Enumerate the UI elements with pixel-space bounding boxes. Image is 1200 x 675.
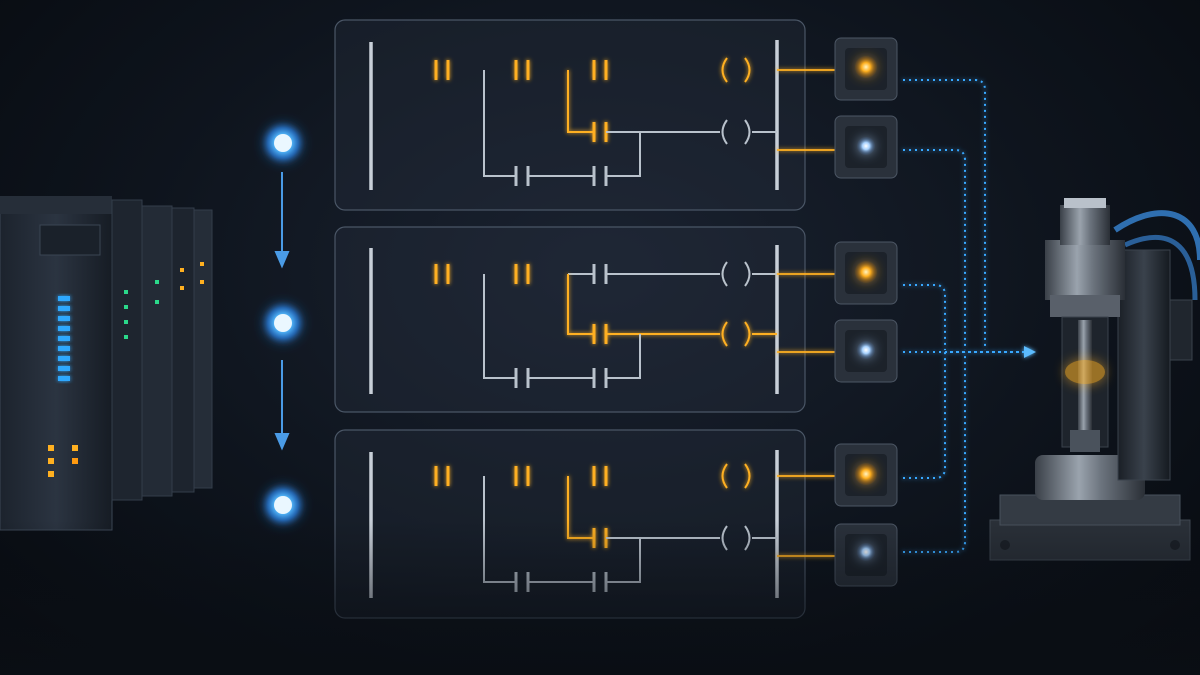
rung-1-branch-idle	[483, 70, 777, 186]
indicator-lamp-icon	[834, 523, 898, 587]
rung-1-contacts	[434, 60, 608, 80]
signal-node-icon	[261, 483, 371, 527]
rung-2-branch-energized	[567, 274, 777, 347]
rung-2-contacts-energized	[434, 264, 530, 284]
indicator-lamp-icon	[834, 319, 898, 383]
actuator-input-arrow-icon	[1024, 346, 1036, 358]
rung-panel-2	[334, 226, 806, 413]
rung-1-logic	[371, 57, 777, 186]
plc-status-leds	[48, 296, 78, 477]
indicator-lamp-icon	[834, 241, 898, 305]
sequence-arrow-down-icon	[274, 172, 290, 451]
plc-controller-icon	[0, 196, 213, 531]
rung-3-contacts	[434, 466, 608, 486]
plc-module-leds	[124, 262, 204, 339]
rung-2-main-idle	[568, 261, 777, 287]
signal-node-icon	[212, 301, 371, 345]
indicator-lamp-icon	[834, 37, 898, 101]
rung-2-branch-idle	[483, 274, 641, 388]
output-lamps	[834, 37, 898, 587]
rung-1-coil	[721, 57, 751, 83]
rung-2-logic	[371, 261, 777, 388]
rung-panel-1	[334, 19, 806, 211]
rung-panel-3	[334, 429, 806, 619]
hydraulic-press-icon	[989, 198, 1200, 561]
signal-node-icon	[261, 121, 371, 165]
rung-3-coil	[721, 463, 751, 489]
indicator-lamp-icon	[834, 115, 898, 179]
indicator-lamp-icon	[834, 443, 898, 507]
input-signals	[212, 121, 371, 527]
actuator-signal-lines	[903, 79, 1030, 553]
